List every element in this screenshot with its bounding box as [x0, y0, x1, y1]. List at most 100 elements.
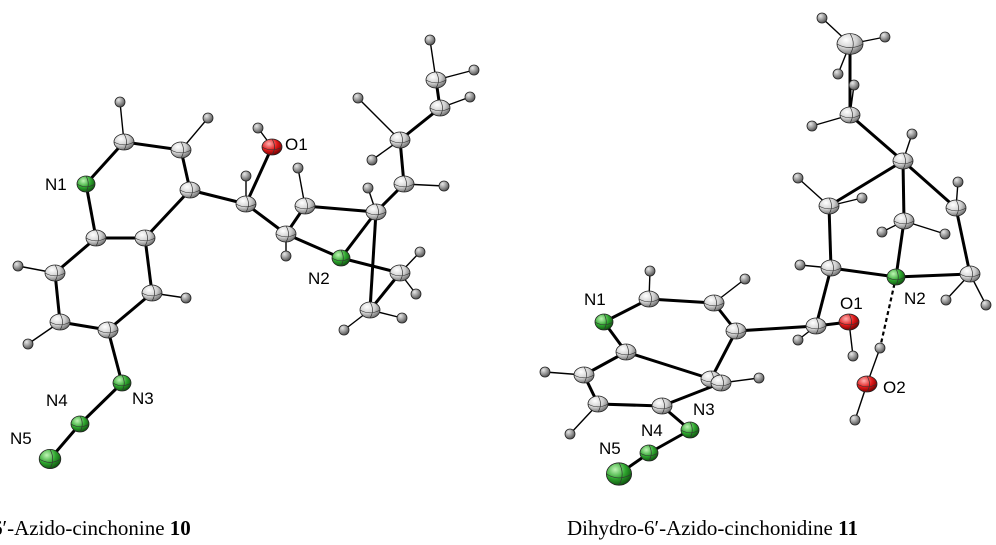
right-bond [828, 159, 904, 208]
left-hydrogen-atom [280, 250, 292, 262]
left-nitrogen-atom [331, 249, 351, 267]
right-nitrogen-atom [886, 268, 906, 286]
left-hydrogen-atom [22, 338, 34, 350]
right-bond [849, 113, 904, 163]
left-ellipsoid-octant [294, 197, 316, 215]
right-nitrogen-atom [639, 444, 659, 462]
right-ellipsoid-octant [651, 397, 673, 415]
left-hydrogen-atom [468, 64, 480, 76]
right-carbon-atom [703, 294, 725, 312]
left-ellipsoid-octant [39, 449, 61, 469]
right-label-o1: O1 [840, 294, 863, 313]
right-hydrogen-atom [739, 273, 751, 285]
right-ellipsoid-octant [820, 259, 842, 277]
right-bond [954, 207, 972, 275]
left-ellipsoid-octant [261, 138, 283, 156]
right-ellipsoid-octant [836, 33, 864, 55]
left-hydrogen-atom [352, 92, 364, 104]
right-caption-number: 11 [838, 516, 858, 540]
right-carbon-atom [615, 343, 637, 361]
right-label-o2: O2 [883, 378, 906, 397]
left-ellipsoid-octant [235, 195, 257, 213]
right-hydrogen-atom [980, 299, 992, 311]
right-label-n4: N4 [641, 421, 663, 440]
right-oxygen-atom [838, 313, 860, 331]
right-carbon-atom [959, 265, 981, 283]
left-bond [84, 140, 126, 186]
left-label-n2: N2 [308, 269, 330, 288]
left-bond [106, 329, 124, 384]
right-ellipsoid-octant [710, 374, 732, 392]
right-hydrogen-atom [848, 79, 860, 91]
right-hydrogen-atom [832, 68, 844, 80]
right-bond [597, 402, 663, 408]
left-bond [357, 97, 401, 141]
left-carbon-atom [235, 195, 257, 213]
left-carbon-atom [170, 141, 192, 159]
right-bond [894, 220, 906, 278]
left-label-n3: N3 [132, 389, 154, 408]
right-hydrogen-atom [792, 172, 804, 184]
left-carbon-atom [429, 99, 451, 117]
right-carbon-atom [820, 259, 842, 277]
right-ellipsoid-octant [886, 268, 906, 286]
right-ellipsoid-octant [615, 343, 637, 361]
left-bond [84, 183, 98, 239]
left-bond [244, 146, 274, 205]
right-label-n1: N1 [584, 290, 606, 309]
left-ellipsoid-octant [112, 374, 132, 392]
left-ellipsoid-octant [76, 175, 96, 193]
right-hydrogen-atom [876, 226, 888, 238]
left-hydrogen-atom [202, 112, 214, 124]
right-carbon-atom [710, 374, 732, 392]
right-hydrogen-atom [794, 259, 806, 271]
right-ellipsoid-octant [639, 444, 659, 462]
left-label-n5: N5 [10, 429, 32, 448]
left-label-o1: O1 [285, 135, 308, 154]
left-carbon-atom [425, 71, 447, 89]
right-hydrogen-atom [879, 31, 891, 43]
left-hydrogen-atom [424, 34, 436, 46]
left-bond [339, 211, 378, 259]
left-molecule-structure [12, 34, 480, 469]
right-carbon-atom [839, 106, 861, 124]
right-ellipsoid-octant [839, 106, 861, 124]
left-bond [143, 188, 192, 240]
right-nitrogen-atom [594, 313, 614, 331]
left-carbon-atom [134, 229, 156, 247]
left-carbon-atom [85, 229, 107, 247]
right-hydrogen-atom [849, 414, 861, 426]
right-nitrogen-atom [606, 462, 633, 486]
right-bond [901, 160, 906, 222]
right-hydrogen-atom [539, 366, 551, 378]
right-bond [814, 267, 833, 327]
left-bond [143, 237, 154, 294]
left-hydrogen-atom [252, 122, 264, 134]
right-carbon-atom [587, 395, 609, 413]
left-ellipsoid-octant [134, 229, 156, 247]
right-label-n3: N3 [693, 400, 715, 419]
right-bond [648, 297, 715, 305]
right-hydrogen-atom [939, 228, 951, 240]
right-carbon-atom [893, 212, 915, 230]
left-bond [368, 211, 378, 311]
right-ellipsoid-octant [838, 313, 860, 331]
right-hydrogen-atom [816, 12, 828, 24]
right-hydrogen-atom [847, 350, 859, 362]
right-ellipsoid-octant [805, 317, 827, 335]
left-hydrogen-atom [410, 288, 422, 300]
right-carbon-atom [805, 317, 827, 335]
left-ellipsoid-octant [359, 301, 381, 319]
right-hydrogen-atom [644, 265, 656, 277]
left-bond [78, 381, 124, 426]
right-hydrogen-atom [856, 192, 868, 204]
left-carbon-atom [389, 264, 411, 282]
left-ellipsoid-octant [393, 175, 415, 193]
left-ellipsoid-octant [275, 225, 297, 243]
left-carbon-atom [294, 197, 316, 215]
left-ellipsoid-octant [141, 284, 163, 302]
left-ellipsoid-octant [429, 99, 451, 117]
right-label-n2: N2 [904, 289, 926, 308]
right-ellipsoid-octant [856, 375, 878, 393]
